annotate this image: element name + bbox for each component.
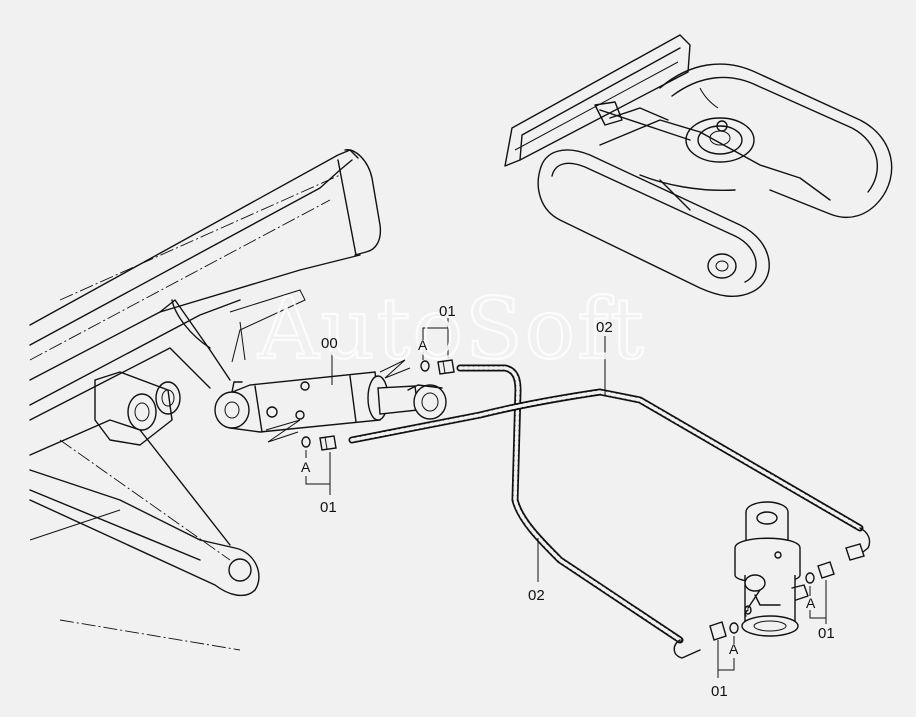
- label-a-bottom: A: [729, 641, 739, 657]
- hydraulic-cylinder: [214, 352, 447, 443]
- label-a-right: A: [806, 595, 816, 611]
- label-fitting-right: 01: [818, 625, 835, 642]
- fittings: [301, 359, 865, 641]
- label-fitting-bottom-left: 01: [320, 499, 337, 516]
- swivel-joint: [734, 501, 809, 637]
- label-cylinder: 00: [321, 335, 338, 352]
- label-a-top: A: [418, 337, 428, 353]
- label-hose-bottom: 02: [528, 587, 545, 604]
- leader-lines: [305, 318, 827, 678]
- label-hose-top: 02: [596, 319, 613, 336]
- watermark: AutoSoft: [257, 280, 646, 378]
- blade-frame: [29, 149, 382, 651]
- hose-lines: [348, 364, 871, 659]
- undercarriage-inset: [504, 34, 893, 298]
- label-fitting-top: 01: [439, 303, 456, 320]
- label-fitting-bottom-right: 01: [711, 683, 728, 700]
- label-a-left: A: [301, 459, 311, 475]
